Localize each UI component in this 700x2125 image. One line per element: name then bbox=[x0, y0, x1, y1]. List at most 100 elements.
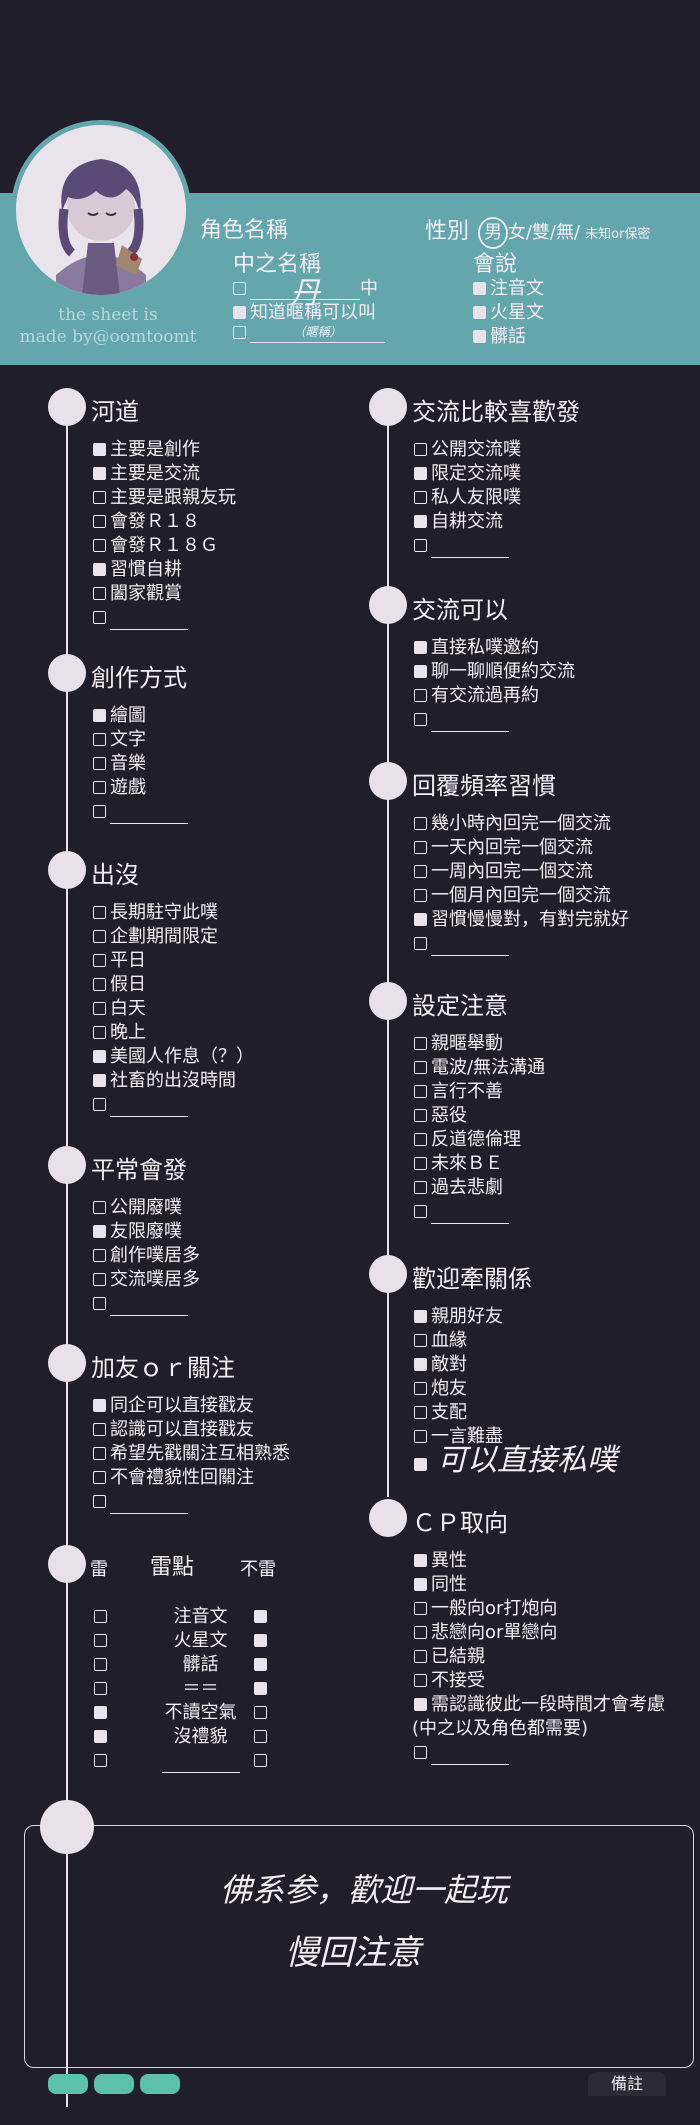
checkbox[interactable] bbox=[93, 1471, 106, 1484]
checkbox[interactable] bbox=[93, 757, 106, 770]
checklist-item[interactable]: 限定交流噗 bbox=[414, 462, 521, 486]
checklist-item[interactable] bbox=[93, 606, 188, 630]
checklist-item[interactable]: 文字 bbox=[93, 728, 146, 752]
checklist-item[interactable] bbox=[414, 1741, 509, 1765]
checkbox[interactable] bbox=[414, 1382, 427, 1395]
checklist-item[interactable]: 公開交流噗 bbox=[414, 438, 521, 462]
checkbox[interactable] bbox=[93, 733, 106, 746]
can-speak-item[interactable]: 火星文 bbox=[473, 298, 544, 324]
checkbox[interactable] bbox=[93, 1249, 106, 1262]
checkbox[interactable] bbox=[93, 1225, 106, 1238]
checklist-item[interactable]: 一般向or打炮向 bbox=[414, 1597, 557, 1621]
blank-line[interactable] bbox=[431, 538, 509, 558]
checkbox[interactable] bbox=[414, 641, 427, 654]
checklist-item[interactable]: 社畜的出沒時間 bbox=[93, 1069, 236, 1093]
checklist-item[interactable]: 遊戲 bbox=[93, 776, 146, 800]
checklist-item[interactable]: 私人友限噗 bbox=[414, 486, 521, 510]
checklist-item[interactable]: 親暱舉動 bbox=[414, 1032, 503, 1056]
checklist-item[interactable] bbox=[414, 708, 509, 732]
checkbox[interactable] bbox=[93, 467, 106, 480]
checkbox[interactable] bbox=[414, 913, 427, 926]
checklist-item[interactable]: 幾小時內回完一個交流 bbox=[414, 812, 611, 836]
checklist-item[interactable]: 電波/無法溝通 bbox=[414, 1056, 545, 1080]
checklist-item[interactable]: 未來ＢＥ bbox=[414, 1152, 503, 1176]
checkbox[interactable] bbox=[414, 1674, 427, 1687]
checkbox[interactable] bbox=[414, 1334, 427, 1347]
checklist-item[interactable]: 公開廢噗 bbox=[93, 1196, 182, 1220]
can-speak-item[interactable]: 髒話 bbox=[473, 322, 526, 348]
checklist-item[interactable]: 美國人作息（？） bbox=[93, 1045, 254, 1069]
checklist-item[interactable]: 一天內回完一個交流 bbox=[414, 836, 593, 860]
mine-checkbox[interactable] bbox=[94, 1634, 107, 1647]
checklist-item[interactable]: 一言難盡 bbox=[414, 1425, 503, 1449]
mine-checkbox[interactable] bbox=[94, 1730, 107, 1743]
mine-checkbox[interactable] bbox=[94, 1658, 107, 1671]
checkbox[interactable] bbox=[414, 1157, 427, 1170]
checklist-item[interactable]: 支配 bbox=[414, 1401, 467, 1425]
can-speak-item[interactable]: 注音文 bbox=[473, 274, 544, 300]
checklist-item[interactable]: 會發Ｒ１８ bbox=[93, 510, 200, 534]
checklist-item[interactable] bbox=[93, 1292, 188, 1316]
checkbox[interactable] bbox=[93, 1098, 106, 1111]
blank-line[interactable] bbox=[431, 1745, 509, 1765]
checkbox[interactable] bbox=[93, 709, 106, 722]
checkbox[interactable] bbox=[93, 1495, 106, 1508]
checklist-item[interactable]: 自耕交流 bbox=[414, 510, 503, 534]
checkbox[interactable] bbox=[414, 1037, 427, 1050]
checklist-item[interactable]: (中之以及角色都需要) bbox=[412, 1717, 588, 1741]
checkbox[interactable] bbox=[93, 491, 106, 504]
checkbox[interactable] bbox=[93, 1050, 106, 1063]
checklist-item[interactable]: 同性 bbox=[414, 1573, 467, 1597]
not-mine-checkbox[interactable] bbox=[254, 1610, 267, 1623]
checklist-item[interactable]: 敵對 bbox=[414, 1353, 467, 1377]
checklist-item[interactable]: 言行不善 bbox=[414, 1080, 503, 1104]
checkbox[interactable] bbox=[414, 889, 427, 902]
mine-checkbox[interactable] bbox=[94, 1682, 107, 1695]
checklist-item[interactable]: 創作噗居多 bbox=[93, 1244, 200, 1268]
checkbox[interactable] bbox=[414, 817, 427, 830]
not-mine-checkbox[interactable] bbox=[254, 1706, 267, 1719]
checklist-item[interactable]: 過去悲劇 bbox=[414, 1176, 503, 1200]
checklist-item[interactable]: 聊一聊順便約交流 bbox=[414, 660, 575, 684]
checklist-item[interactable]: 認識可以直接戳友 bbox=[93, 1418, 254, 1442]
mine-checkbox[interactable] bbox=[94, 1610, 107, 1623]
checklist-item[interactable]: 平日 bbox=[93, 949, 146, 973]
blank-line[interactable] bbox=[110, 804, 188, 824]
checklist-item[interactable]: 親朋好友 bbox=[414, 1305, 503, 1329]
checklist-item[interactable]: 會發Ｒ１８Ｇ bbox=[93, 534, 218, 558]
not-mine-checkbox[interactable] bbox=[254, 1634, 267, 1647]
checkbox[interactable] bbox=[414, 539, 427, 552]
checklist-item[interactable]: 主要是跟親友玩 bbox=[93, 486, 236, 510]
not-mine-checkbox[interactable] bbox=[254, 1658, 267, 1671]
checklist-item[interactable] bbox=[93, 1093, 188, 1117]
checkbox[interactable] bbox=[414, 1746, 427, 1759]
not-mine-checkbox[interactable] bbox=[254, 1682, 267, 1695]
checklist-item[interactable]: 不會禮貌性回關注 bbox=[93, 1466, 254, 1490]
checkbox[interactable] bbox=[414, 713, 427, 726]
checklist-item[interactable]: 假日 bbox=[93, 973, 146, 997]
checkbox[interactable] bbox=[414, 1133, 427, 1146]
checklist-item[interactable]: 需認識彼此一段時間才會考慮 bbox=[414, 1693, 665, 1717]
checklist-item[interactable]: 不接受 bbox=[414, 1669, 485, 1693]
checkbox[interactable] bbox=[414, 865, 427, 878]
checkbox[interactable] bbox=[233, 306, 246, 319]
nickname-blank[interactable]: （暱稱） bbox=[250, 323, 385, 343]
mine-checkbox[interactable] bbox=[94, 1754, 107, 1767]
checklist-item[interactable]: 希望先戳關注互相熟悉 bbox=[93, 1442, 290, 1466]
checkbox[interactable] bbox=[414, 1430, 427, 1443]
checkbox[interactable] bbox=[414, 689, 427, 702]
checkbox[interactable] bbox=[414, 1458, 427, 1471]
checkbox[interactable] bbox=[93, 781, 106, 794]
checklist-item[interactable] bbox=[93, 800, 188, 824]
checkbox[interactable] bbox=[93, 1074, 106, 1087]
gender-option-unknown[interactable]: 未知or保密 bbox=[585, 227, 651, 242]
checkbox[interactable] bbox=[414, 1310, 427, 1323]
checkbox[interactable] bbox=[414, 937, 427, 950]
checkbox[interactable] bbox=[93, 563, 106, 576]
checkbox[interactable] bbox=[93, 954, 106, 967]
blank-line[interactable] bbox=[161, 1753, 240, 1773]
checklist-item[interactable] bbox=[414, 932, 509, 956]
blank-line[interactable] bbox=[431, 712, 509, 732]
checkbox[interactable] bbox=[414, 841, 427, 854]
not-mine-checkbox[interactable] bbox=[254, 1754, 267, 1767]
